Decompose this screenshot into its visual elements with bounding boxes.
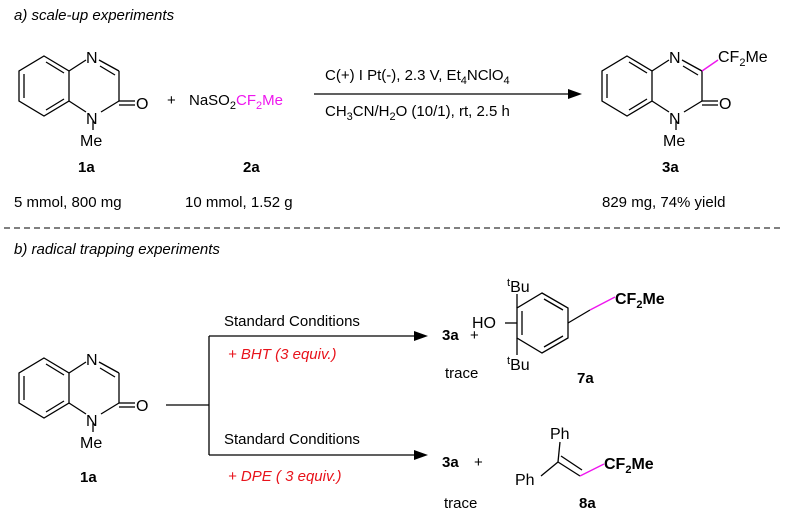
compound-1a-structure xyxy=(18,55,135,130)
cf2me-group: CF2Me xyxy=(615,291,665,311)
atom-me: Me xyxy=(663,133,685,150)
conditions-top: C(+) I Pt(-), 2.3 V, Et4NClO4 xyxy=(325,67,510,87)
atom-o: O xyxy=(136,96,148,113)
amount-3a: 829 mg, 74% yield xyxy=(602,194,725,211)
atom-n: N xyxy=(86,50,98,67)
atom-n: N xyxy=(86,352,98,369)
amount-2a: 10 mmol, 1.52 g xyxy=(185,194,293,211)
amount-1a: 5 mmol, 800 mg xyxy=(14,194,122,211)
upper-trace: trace xyxy=(445,365,478,382)
plus-sign: + xyxy=(474,454,483,471)
label-2a: 2a xyxy=(243,159,260,176)
lower-product-3a: 3a xyxy=(442,454,459,471)
plus-sign: + xyxy=(167,92,176,109)
cf2me-group: CF2Me xyxy=(604,456,654,476)
atom-n: N xyxy=(86,111,98,128)
atom-me: Me xyxy=(80,133,102,150)
tbu-group-top: tBu xyxy=(507,277,530,296)
compound-1a-structure xyxy=(18,357,135,432)
cf2me-group: CF2Me xyxy=(718,49,768,69)
atom-n: N xyxy=(86,413,98,430)
compound-3a-structure xyxy=(601,55,719,130)
compound-8a-structure xyxy=(540,441,605,477)
lower-trace: trace xyxy=(444,495,477,512)
section-a-title: a) scale-up experiments xyxy=(14,7,175,24)
atom-o: O xyxy=(136,398,148,415)
atom-me: Me xyxy=(80,435,102,452)
lower-additive: + DPE ( 3 equiv.) xyxy=(228,468,342,485)
atom-n: N xyxy=(669,111,681,128)
tbu-group-bottom: tBu xyxy=(507,355,530,374)
upper-product-3a: 3a xyxy=(442,327,459,344)
label-8a: 8a xyxy=(579,495,596,512)
atom-o: O xyxy=(719,96,731,113)
label-1a: 1a xyxy=(80,469,97,486)
hydroxyl-group: HO xyxy=(472,315,496,332)
phenyl-group: Ph xyxy=(550,426,570,443)
label-1a: 1a xyxy=(78,159,95,176)
label-7a: 7a xyxy=(577,370,594,387)
upper-conditions: Standard Conditions xyxy=(224,313,360,330)
branching-arrows xyxy=(166,331,428,460)
reagent-2a-formula: NaSO2CF2Me xyxy=(189,92,283,112)
plus-sign: + xyxy=(470,327,479,344)
upper-additive: + BHT (3 equiv.) xyxy=(228,346,337,363)
compound-7a-structure xyxy=(505,292,616,355)
lower-conditions: Standard Conditions xyxy=(224,431,360,448)
label-3a: 3a xyxy=(662,159,679,176)
section-b-title: b) radical trapping experiments xyxy=(14,241,220,258)
conditions-bottom: CH3CN/H2O (10/1), rt, 2.5 h xyxy=(325,103,510,123)
phenyl-group: Ph xyxy=(515,472,535,489)
arrow-head xyxy=(568,89,582,99)
atom-n: N xyxy=(669,50,681,67)
